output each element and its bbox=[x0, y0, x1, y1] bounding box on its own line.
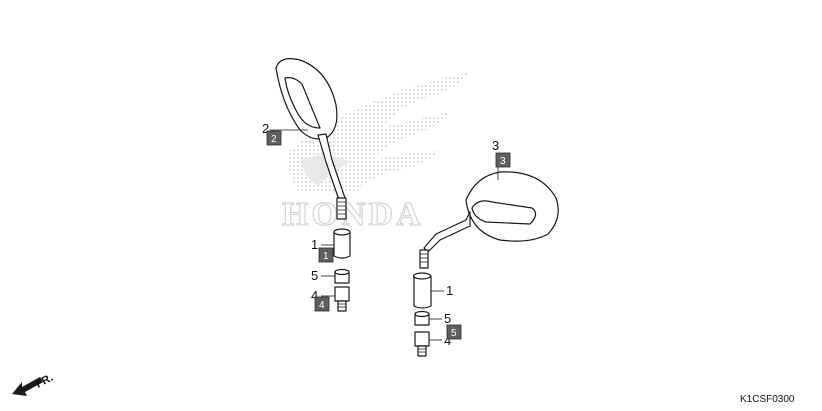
tag-5-right-nut: 5 bbox=[446, 324, 462, 340]
honda-wing-watermark-icon bbox=[288, 72, 470, 192]
right-mirror-assembly bbox=[419, 171, 559, 269]
callout-4-right-bolt: 4 bbox=[444, 333, 451, 348]
left-nut-part bbox=[334, 268, 350, 284]
svg-text:3: 3 bbox=[500, 156, 506, 167]
right-adapter-part bbox=[412, 272, 432, 309]
watermark-brand-text: HONDA bbox=[282, 196, 424, 233]
svg-text:1: 1 bbox=[323, 251, 329, 262]
right-mirror-thread bbox=[419, 249, 429, 269]
callout-2-left-mirror: 2 bbox=[262, 121, 269, 136]
front-direction-label: FR. bbox=[34, 372, 55, 391]
left-bolt-part bbox=[334, 286, 350, 312]
callout-3-right-mirror: 3 bbox=[492, 138, 499, 153]
callout-5-left-nut: 5 bbox=[311, 268, 318, 283]
left-mirror-assembly bbox=[275, 58, 347, 220]
right-nut-part bbox=[414, 310, 430, 326]
right-bolt-part bbox=[414, 331, 430, 357]
tag-4-left-bolt: 4 bbox=[314, 296, 330, 312]
left-adapter-part bbox=[333, 228, 351, 259]
callout-1-left-adapter: 1 bbox=[311, 237, 318, 252]
right-mirror-stem bbox=[423, 211, 471, 253]
svg-text:4: 4 bbox=[319, 300, 325, 311]
callout-5-right-nut: 5 bbox=[444, 311, 451, 326]
left-mirror-thread bbox=[336, 197, 347, 220]
svg-text:5: 5 bbox=[451, 328, 457, 339]
front-direction-arrow-icon bbox=[12, 377, 43, 396]
callout-1-right-adapter: 1 bbox=[446, 283, 453, 298]
tag-2-left-mirror: 2 bbox=[266, 130, 282, 146]
tag-1-left-adapter: 1 bbox=[318, 247, 334, 263]
diagram-code: K1CSF0300 bbox=[740, 394, 795, 405]
callout-4-left-bolt: 4 bbox=[311, 288, 318, 303]
tag-3-right-mirror: 3 bbox=[495, 152, 511, 168]
svg-text:2: 2 bbox=[271, 134, 277, 145]
